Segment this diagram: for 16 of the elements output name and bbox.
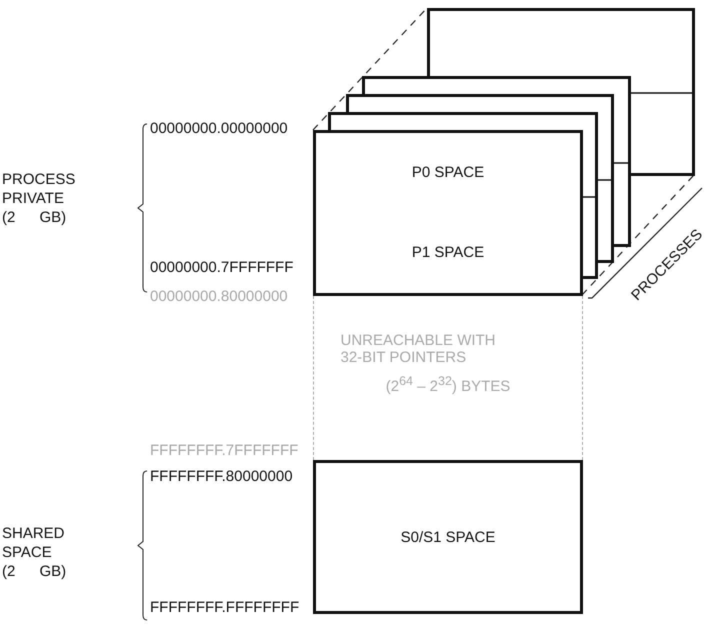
region-label: P1 SPACE — [412, 244, 484, 261]
address-label: 00000000.80000000 — [150, 288, 288, 305]
address-label: FFFFFFFF.80000000 — [150, 468, 293, 485]
address-label: FFFFFFFF.7FFFFFFF — [150, 442, 298, 459]
region-label: (2$^{64}$ – 2$^{32}$) BYTES — [384, 374, 512, 394]
brace-label: SHARED SPACE (2 GB) — [2, 524, 68, 581]
address-label: 00000000.00000000 — [150, 120, 288, 137]
memory-region-box — [313, 130, 583, 213]
region-label: UNREACHABLE WITH 32-BIT POINTERS — [340, 332, 497, 366]
address-label: FFFFFFFF.FFFFFFFF — [150, 599, 300, 616]
brace-label: PROCESS PRIVATE (2 GB) — [2, 170, 76, 227]
memory-region-box — [313, 460, 583, 614]
address-label: 00000000.7FFFFFFF — [150, 259, 294, 276]
memory-region-box — [313, 212, 583, 296]
region-label: S0/S1 SPACE — [400, 528, 496, 546]
region-label: P0 SPACE — [412, 164, 484, 181]
